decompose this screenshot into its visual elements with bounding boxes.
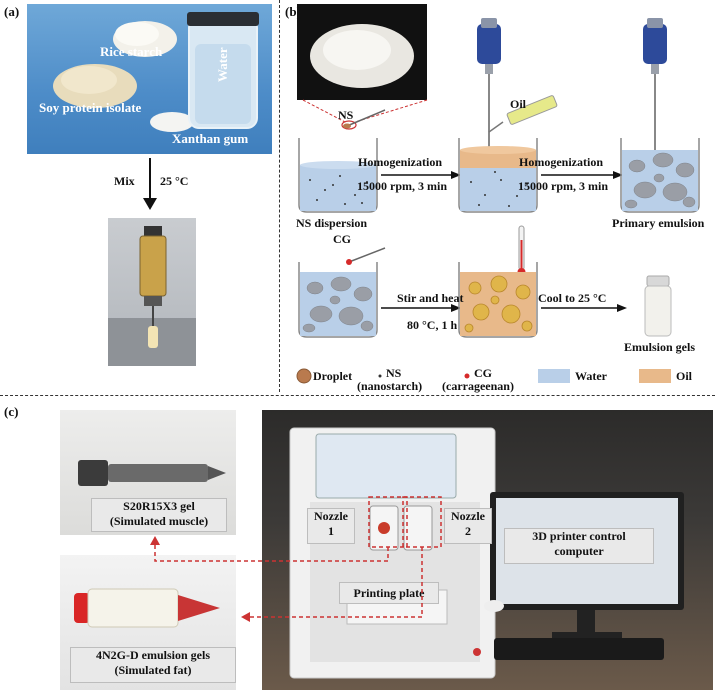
legend-water: Water bbox=[575, 369, 607, 383]
panel-divider-vertical bbox=[279, 0, 280, 392]
mix-arrow bbox=[143, 158, 157, 210]
nozzle-2-text: Nozzle bbox=[451, 509, 485, 523]
panel-b-label: (b) bbox=[285, 4, 301, 19]
homogenization-1-params: 15000 rpm, 3 min bbox=[357, 179, 447, 193]
legend-cg-sub: (carrageenan) bbox=[442, 379, 514, 393]
printing-plate-text: Printing plate bbox=[353, 586, 425, 600]
panel-c-label: (c) bbox=[4, 404, 19, 419]
nozzle-1-text: Nozzle bbox=[314, 509, 348, 523]
panel-a-label: (a) bbox=[4, 4, 20, 19]
syringe-photo bbox=[108, 218, 196, 366]
legend-oil: Oil bbox=[676, 369, 693, 383]
ns-label: NS bbox=[338, 108, 354, 122]
stir-heat-title: Stir and heat bbox=[397, 291, 464, 305]
syringe-illustration bbox=[108, 226, 196, 366]
cg-label: CG bbox=[333, 232, 351, 246]
xanthan-gum-label: Xanthan gum bbox=[172, 131, 249, 146]
ingredients-illustration bbox=[53, 12, 259, 132]
legend-markers bbox=[296, 368, 671, 384]
homogenization-2-params: 15000 rpm, 3 min bbox=[518, 179, 608, 193]
homogenization-2-title: Homogenization bbox=[519, 155, 603, 169]
nozzle-2-number: 2 bbox=[465, 524, 471, 538]
nozzle-1-number: 1 bbox=[328, 524, 334, 538]
beaker-homogenized bbox=[458, 138, 538, 213]
computer-line2: computer bbox=[554, 544, 604, 558]
homogenizer-2 bbox=[643, 18, 667, 160]
printing-plate-tag: Printing plate bbox=[339, 582, 439, 604]
oil-label: Oil bbox=[510, 97, 527, 111]
legend-ns-sub: (nanostarch) bbox=[357, 379, 423, 393]
fat-gel-desc: (Simulated fat) bbox=[114, 663, 192, 677]
water-label: Water bbox=[215, 47, 230, 82]
nozzle-1-tag: Nozzle 1 bbox=[307, 508, 355, 544]
muscle-gel-tag: S20R15X3 gel (Simulated muscle) bbox=[91, 498, 227, 532]
legend-droplet: Droplet bbox=[313, 369, 353, 383]
nozzle-2-tag: Nozzle 2 bbox=[444, 508, 492, 544]
rice-starch-label: Rice starch bbox=[100, 44, 163, 59]
ns-dispersion-label: NS dispersion bbox=[296, 216, 368, 230]
computer-line1: 3D printer control bbox=[532, 529, 626, 543]
mix-label: Mix bbox=[114, 174, 135, 188]
muscle-gel-name: S20R15X3 gel bbox=[123, 499, 195, 513]
process-diagram bbox=[296, 18, 700, 384]
fat-gel-name: 4N2G-D emulsion gels bbox=[96, 648, 210, 662]
emulsion-gels-label: Emulsion gels bbox=[624, 340, 696, 354]
fat-gel-tag: 4N2G-D emulsion gels (Simulated fat) bbox=[70, 647, 236, 683]
emulsion-gel-bottle bbox=[644, 275, 672, 337]
beaker-heated bbox=[458, 262, 538, 338]
muscle-gel-desc: (Simulated muscle) bbox=[109, 514, 209, 528]
ingredients-photo: Rice starch Soy protein isolate Water Xa… bbox=[27, 4, 272, 154]
computer-tag: 3D printer control computer bbox=[504, 528, 654, 564]
homogenization-1-title: Homogenization bbox=[358, 155, 442, 169]
mix-temperature: 25 °C bbox=[160, 174, 189, 188]
beaker-cg-addition bbox=[298, 262, 378, 338]
nanostarch-photo bbox=[297, 4, 427, 100]
beaker-primary-emulsion bbox=[620, 138, 700, 213]
nozzle-connectors bbox=[150, 496, 442, 622]
soy-protein-label: Soy protein isolate bbox=[39, 100, 142, 115]
primary-emulsion-label: Primary emulsion bbox=[612, 216, 705, 230]
legend-ns: NS bbox=[386, 366, 402, 380]
legend-cg: CG bbox=[474, 366, 492, 380]
homogenizer-1 bbox=[477, 18, 501, 160]
thermometer-icon bbox=[517, 225, 526, 276]
panel-divider-horizontal bbox=[0, 395, 715, 396]
stir-heat-params: 80 °C, 1 h bbox=[407, 318, 458, 332]
beaker-ns-dispersion bbox=[298, 138, 378, 213]
oil-syringe bbox=[488, 95, 558, 133]
cool-label: Cool to 25 °C bbox=[538, 291, 607, 305]
